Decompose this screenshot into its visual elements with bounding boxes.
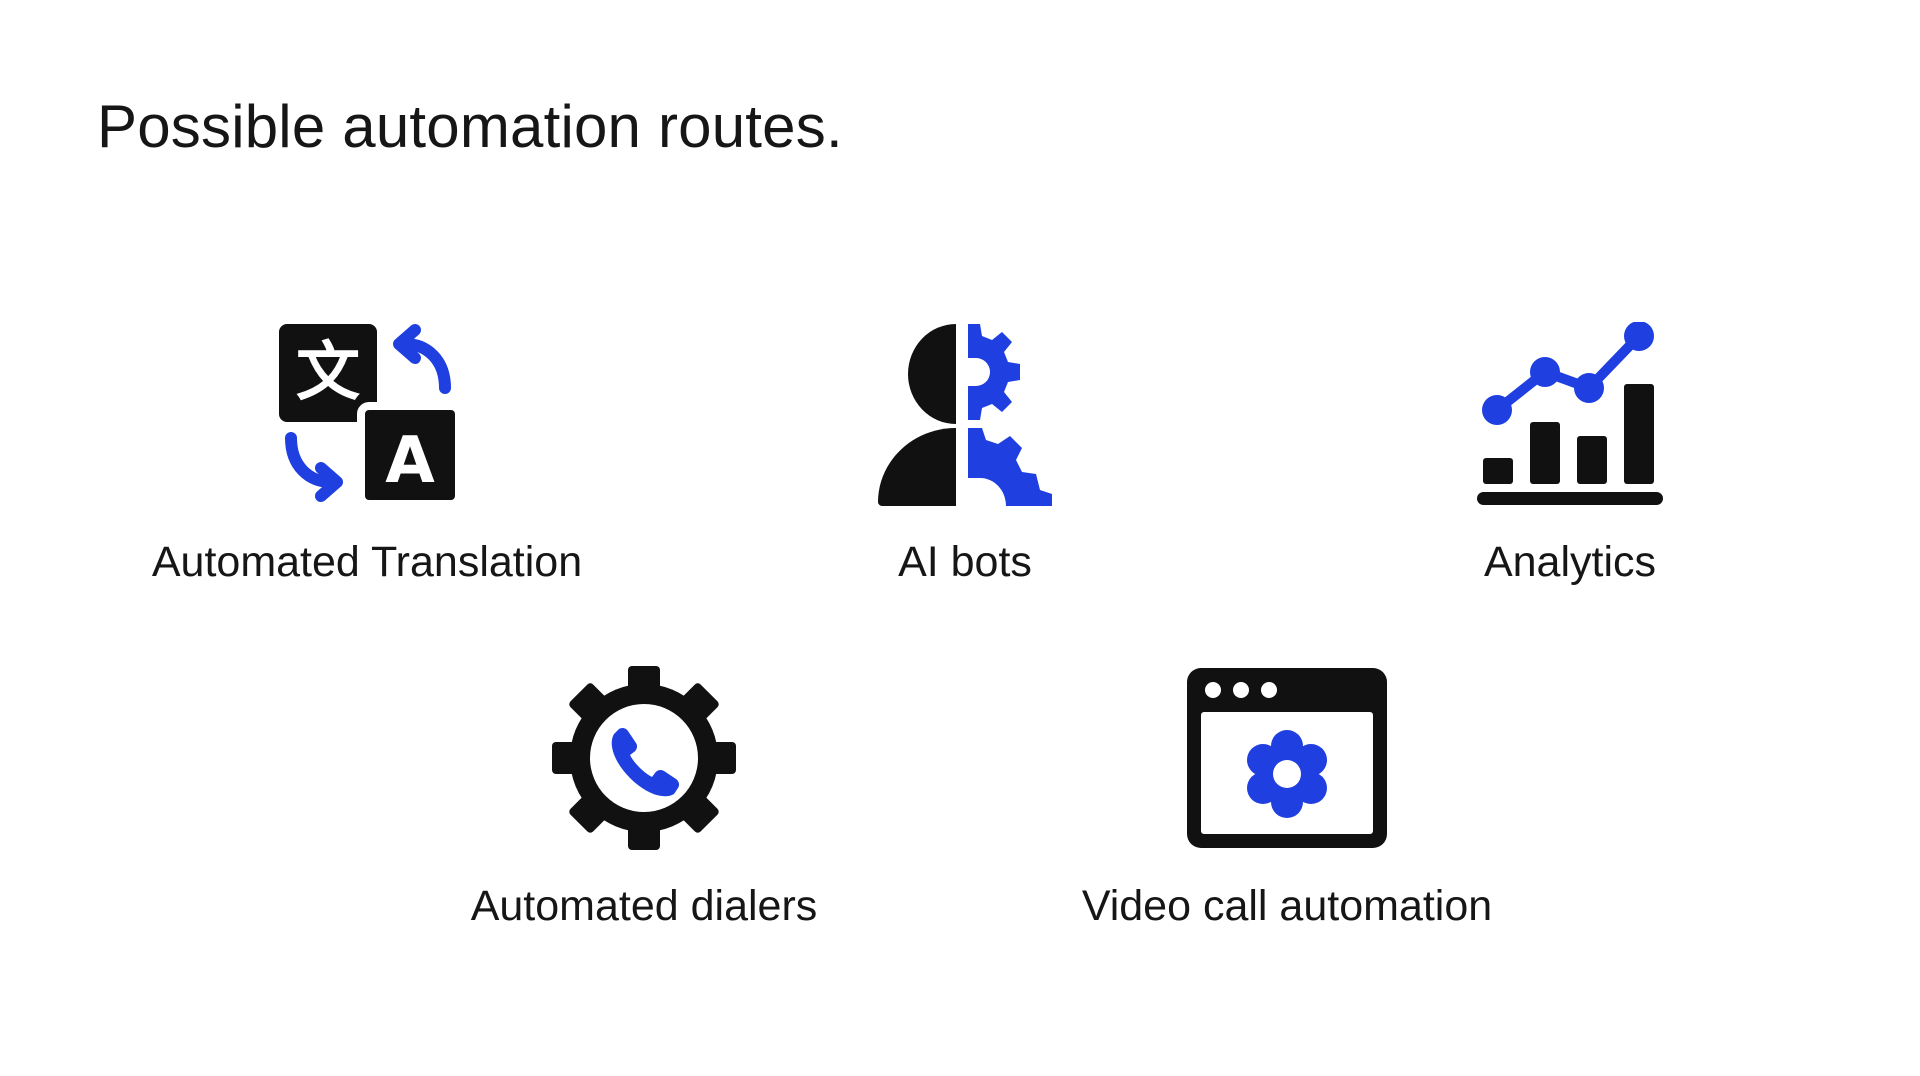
route-label: Automated dialers [470,882,818,930]
gear-phone-icon [552,666,736,850]
ai-bot-icon [878,324,1052,506]
translate-icon: 文 A [279,324,459,506]
page-title: Possible automation routes. [97,93,843,160]
route-label: AI bots [898,538,1032,586]
route-ai-bots: AI bots [665,322,1265,587]
route-automated-translation: 文 A Automated Translation [67,322,667,587]
route-label: Automated Translation [151,538,583,586]
route-video-call-automation: Video call automation [987,666,1587,931]
translate-target-glyph: A [385,424,435,498]
analytics-chart-icon [1477,322,1663,505]
translate-source-glyph: 文 [296,336,360,410]
route-analytics: Analytics [1270,322,1870,587]
route-label: Analytics [1483,538,1657,586]
route-label: Video call automation [1081,882,1493,930]
route-automated-dialers: Automated dialers [344,666,944,931]
browser-gear-icon [1187,668,1387,848]
